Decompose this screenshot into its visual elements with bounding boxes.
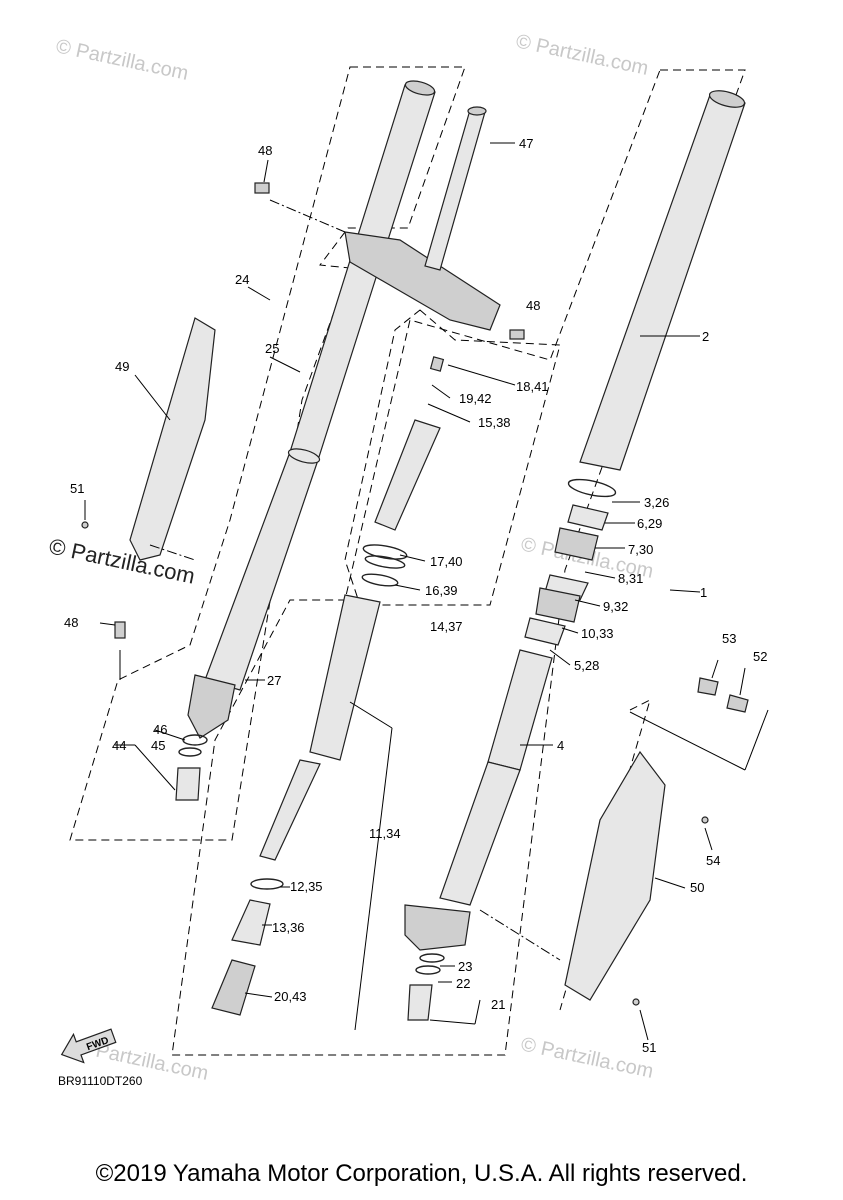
callout-48-top: 48 — [258, 143, 272, 158]
damper-cartridge — [211, 356, 445, 1016]
damper-outline — [344, 309, 561, 606]
callout-48-mid: 48 — [526, 298, 540, 313]
bolts — [114, 182, 525, 639]
callout-46: 46 — [153, 722, 167, 737]
callout-23: 23 — [458, 959, 472, 974]
callout-14-37: 14,37 — [430, 619, 463, 634]
callout-44: 44 — [112, 738, 126, 753]
callout-27: 27 — [267, 673, 281, 688]
callout-15-38: 15,38 — [478, 415, 511, 430]
callout-50: 50 — [690, 880, 704, 895]
callout-16-39: 16,39 — [425, 583, 458, 598]
copyright-notice: ©2019 Yamaha Motor Corporation, U.S.A. A… — [95, 1160, 748, 1187]
callout-7-30: 7,30 — [628, 542, 653, 557]
callout-45: 45 — [151, 738, 165, 753]
callout-6-29: 6,29 — [637, 516, 662, 531]
right-inner-tube — [404, 649, 553, 1021]
callout-22: 22 — [456, 976, 470, 991]
callout-51-left: 51 — [70, 481, 84, 496]
callout-53: 53 — [722, 631, 736, 646]
callout-9-32: 9,32 — [603, 599, 628, 614]
left-axle-bracket — [175, 674, 236, 801]
callout-21: 21 — [491, 997, 505, 1012]
callout-12-35: 12,35 — [290, 879, 323, 894]
callout-11-34: 11,34 — [369, 826, 401, 841]
right-fork-outline — [171, 69, 746, 1056]
callout-52: 52 — [753, 649, 767, 664]
fork-guards — [81, 317, 749, 1006]
callout-18-41: 18,41 — [516, 379, 549, 394]
watermark-top-right: © Partzilla.com — [514, 30, 650, 80]
right-outer-tube — [579, 90, 746, 471]
callout-47: 47 — [519, 136, 533, 151]
callout-2: 2 — [702, 329, 709, 344]
right-seals-stack — [524, 478, 617, 646]
callout-49: 49 — [115, 359, 129, 374]
callout-17-40: 17,40 — [430, 554, 463, 569]
callout-3-26: 3,26 — [644, 495, 669, 510]
left-outer-tube — [204, 80, 436, 691]
callout-25: 25 — [265, 341, 279, 356]
callout-5-28: 5,28 — [574, 658, 599, 673]
callout-54: 54 — [706, 853, 720, 868]
right-fork-guard — [564, 750, 666, 1001]
watermark-center: © Partzilla.com — [47, 533, 197, 588]
callout-1: 1 — [700, 585, 707, 600]
callout-8-31: 8,31 — [618, 571, 643, 586]
callout-13-36: 13,36 — [272, 920, 305, 935]
callout-48-left: 48 — [64, 615, 78, 630]
diagram-code: BR91110DT260 — [58, 1074, 143, 1088]
callout-51-right: 51 — [642, 1040, 656, 1055]
callout-10-33: 10,33 — [581, 626, 614, 641]
leader-lines — [84, 142, 769, 1041]
callout-4: 4 — [557, 738, 564, 753]
callout-19-42: 19,42 — [459, 391, 492, 406]
callout-20-43: 20,43 — [274, 989, 307, 1004]
top-clamp-stem — [344, 106, 501, 331]
watermark-bottom-right: © Partzilla.com — [519, 1033, 655, 1083]
callouts: 47 48 24 48 2 25 49 18,41 19,42 15,38 51… — [64, 136, 767, 1055]
left-fork-outline — [69, 66, 466, 841]
watermark-top-left: © Partzilla.com — [54, 35, 190, 85]
left-fork-guard — [129, 317, 216, 561]
callout-24: 24 — [235, 272, 249, 287]
